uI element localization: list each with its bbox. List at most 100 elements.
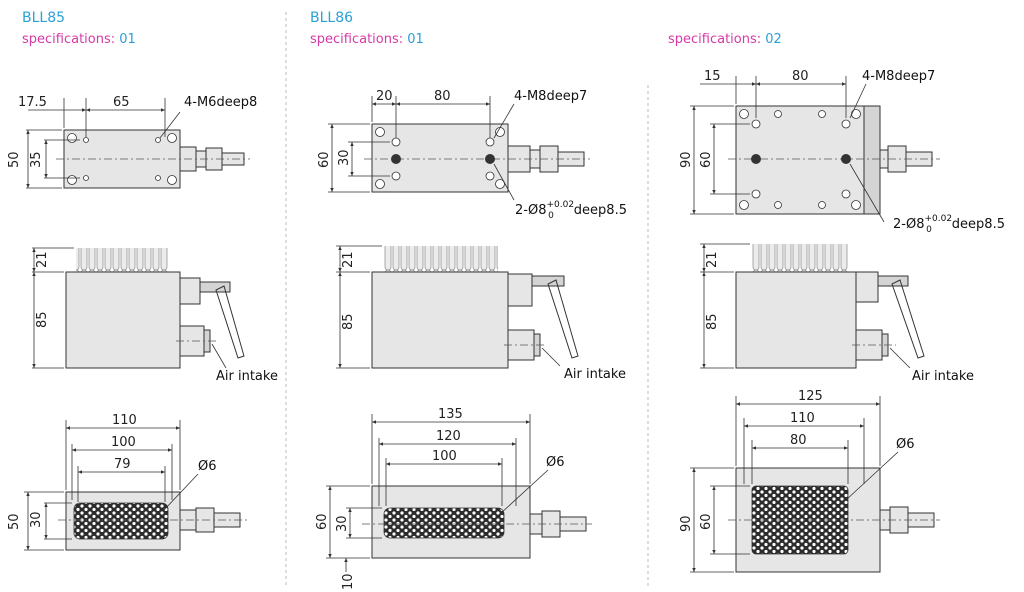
outlet-mesh xyxy=(73,502,169,540)
valve-block xyxy=(855,271,879,303)
pin-depth: deep8.5 xyxy=(952,217,1005,232)
dim-width-inner: 79 xyxy=(114,457,131,472)
mount-hole xyxy=(167,133,177,143)
dim-front-height: 60 xyxy=(315,513,330,530)
spec-line-02: specifications: 02 xyxy=(668,32,782,47)
dim-width-outer: 110 xyxy=(112,413,137,428)
model-title-bll86: BLL86 xyxy=(310,10,354,26)
dim-offset: 15 xyxy=(704,69,721,84)
mount-hole xyxy=(375,127,385,137)
dim-width-outer: 135 xyxy=(438,407,463,422)
dim-width-inner: 100 xyxy=(432,449,457,464)
pin-tolerance-upper: +0.02 xyxy=(546,200,574,210)
spec-label: specifications: xyxy=(22,32,116,47)
pin-hole xyxy=(751,154,761,164)
dim-mesh-height: 30 xyxy=(29,511,44,528)
housing-side xyxy=(65,271,181,369)
dim-front-height: 90 xyxy=(679,515,694,532)
side-plate xyxy=(863,105,881,215)
air-intake-label: Air intake xyxy=(216,369,278,384)
dim-hole-height: 35 xyxy=(29,151,44,168)
thread-hole xyxy=(83,175,89,181)
thread-hole xyxy=(751,119,761,129)
air-intake-label: Air intake xyxy=(912,369,974,384)
pin-depth: deep8.5 xyxy=(574,203,627,218)
dim-offset: 20 xyxy=(376,89,393,104)
spec-label: specifications: xyxy=(310,32,404,47)
lever-base xyxy=(531,275,565,287)
dim-hole-height: 60 xyxy=(699,151,714,168)
lever-handle xyxy=(215,285,245,359)
mount-hole xyxy=(851,200,861,210)
thread-hole xyxy=(751,189,761,199)
lever-base xyxy=(877,275,909,287)
spec-line-bll85: specifications: 01 xyxy=(22,32,136,47)
housing-side xyxy=(371,271,509,369)
dim-fin-height: 21 xyxy=(35,251,50,268)
mount-hole xyxy=(739,109,749,119)
thread-hole xyxy=(774,201,782,209)
dim-fin-height: 21 xyxy=(341,251,356,268)
dim-hole-height: 30 xyxy=(337,149,352,166)
heat-sink-fins xyxy=(384,246,498,272)
thread-label: 4-M8deep7 xyxy=(514,89,587,104)
dim-body-height: 85 xyxy=(341,313,356,330)
dim-width-mid: 120 xyxy=(436,429,461,444)
thread-hole xyxy=(841,119,851,129)
diameter-label: Ø6 xyxy=(198,459,217,474)
thread-label: 4-M8deep7 xyxy=(862,69,935,84)
dim-height: 60 xyxy=(317,151,332,168)
bll85-top-view: 17.5 65 4-M6deep8 50 35 xyxy=(7,95,257,189)
dim-height: 50 xyxy=(7,151,22,168)
spec-value: 02 xyxy=(765,32,782,47)
dim-width-mid: 100 xyxy=(111,435,136,450)
pin-tolerance-upper: +0.02 xyxy=(924,214,952,224)
dim-offset: 17.5 xyxy=(18,95,47,110)
dim-width-outer: 125 xyxy=(798,389,823,404)
spec-label: specifications: xyxy=(668,32,762,47)
diameter-label: Ø6 xyxy=(546,455,565,470)
pin-hole xyxy=(485,154,495,164)
dim-mesh-height: 30 xyxy=(335,515,350,532)
thread-label: 4-M6deep8 xyxy=(184,95,257,110)
valve-block xyxy=(507,273,533,307)
mount-hole xyxy=(851,109,861,119)
dim-body-height: 85 xyxy=(705,313,720,330)
outlet-mesh xyxy=(383,507,505,539)
mount-hole xyxy=(739,200,749,210)
dim-fin-height: 21 xyxy=(705,251,720,268)
thread-hole xyxy=(391,137,401,147)
pin-hole xyxy=(391,154,401,164)
diameter-label: Ø6 xyxy=(896,437,915,452)
dim-width-mid: 110 xyxy=(790,411,815,426)
thread-hole xyxy=(155,175,161,181)
thread-hole xyxy=(818,201,826,209)
lever-handle xyxy=(891,279,925,359)
pin-tolerance-lower: 0 xyxy=(548,211,554,221)
mount-hole xyxy=(67,175,77,185)
spec-line-bll86: specifications: 01 xyxy=(310,32,424,47)
bll86-side-view: Air intake 21 85 xyxy=(336,245,626,382)
dim-height: 90 xyxy=(679,151,694,168)
mount-hole xyxy=(375,179,385,189)
heat-sink-fins xyxy=(76,248,168,272)
dim-body-height: 85 xyxy=(35,311,50,328)
pin-tolerance-lower: 0 xyxy=(926,225,932,235)
thread-hole xyxy=(841,189,851,199)
dim-front-height: 50 xyxy=(7,513,22,530)
thread-hole xyxy=(485,171,495,181)
model-title-bll85: BLL85 xyxy=(22,10,66,26)
mount-hole xyxy=(495,127,505,137)
pin-spec: 2-Ø8 xyxy=(893,217,924,232)
thread-hole xyxy=(485,137,495,147)
mount-hole xyxy=(67,133,77,143)
housing-side xyxy=(735,271,857,369)
mount-hole xyxy=(167,175,177,185)
air-intake-label: Air intake xyxy=(564,367,626,382)
thread-hole xyxy=(83,137,89,143)
thread-hole xyxy=(774,110,782,118)
dim-spacing: 80 xyxy=(792,69,809,84)
